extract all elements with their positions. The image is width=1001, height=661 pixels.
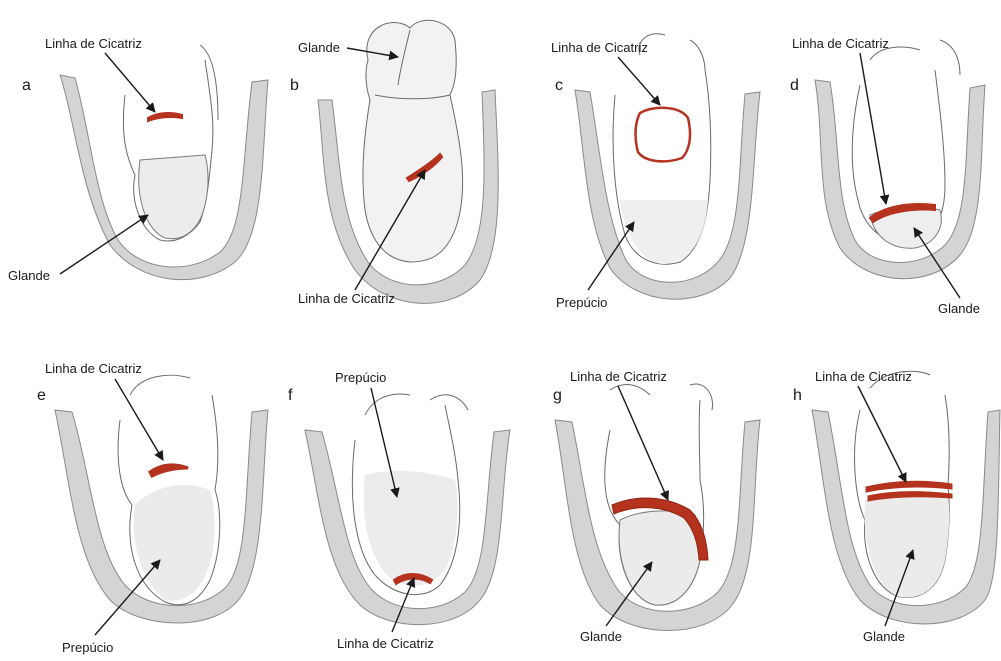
scar-label: Linha de Cicatriz — [792, 36, 889, 51]
prepuce-label: Prepúcio — [556, 295, 607, 310]
panel-letter: b — [290, 77, 299, 94]
panel-e: e Linha de Cicatriz Prepúcio — [37, 361, 268, 655]
scar-label: Linha de Cicatriz — [45, 361, 142, 376]
panel-letter: g — [553, 387, 562, 404]
glans-label: Glande — [580, 629, 622, 644]
prepuce-label: Prepúcio — [335, 370, 386, 385]
arrow-scar — [860, 53, 886, 204]
panel-letter: c — [555, 77, 563, 94]
scar-label: Linha de Cicatriz — [551, 40, 648, 55]
scar-label: Linha de Cicatriz — [815, 369, 912, 384]
arrow-scar — [618, 57, 660, 105]
scar-label: Linha de Cicatriz — [570, 369, 667, 384]
panel-f: f Prepúcio Linha de Cicatriz — [288, 370, 510, 651]
panel-letter: a — [22, 77, 31, 94]
scar-line — [636, 108, 690, 162]
scar-line — [148, 113, 182, 121]
panel-g: g Linha de Cicatriz Glande — [553, 369, 760, 644]
glans-fill — [139, 155, 208, 239]
arrow-scar — [105, 53, 155, 112]
arrow-scar — [618, 386, 668, 500]
scar-label: Linha de Cicatriz — [298, 291, 395, 306]
panel-d: d Linha de Cicatriz Glande — [790, 36, 985, 316]
glans-label: Glande — [863, 629, 905, 644]
panel-letter: f — [288, 387, 293, 404]
panel-a: a Linha de Cicatriz Glande — [8, 36, 268, 283]
panel-h: h Linha de Cicatriz Glande — [793, 369, 1000, 644]
scar-line — [150, 465, 188, 476]
panel-letter: d — [790, 77, 799, 94]
glans-fill — [134, 485, 215, 601]
tissue-outer — [815, 80, 985, 279]
panel-letter: h — [793, 387, 802, 404]
scar-label: Linha de Cicatriz — [45, 36, 142, 51]
glans-label: Glande — [8, 268, 50, 283]
scar-label: Linha de Cicatriz — [337, 636, 434, 651]
panel-c: c Linha de Cicatriz Prepúcio — [551, 34, 760, 310]
glans-label: Glande — [298, 40, 340, 55]
panel-b: b Glande Linha de Cicatriz — [290, 20, 498, 306]
panel-letter: e — [37, 387, 46, 404]
arrow-scar — [115, 379, 163, 460]
prepuce-label: Prepúcio — [62, 640, 113, 655]
prepuce-fill — [364, 471, 458, 586]
shaft-outline — [363, 20, 463, 262]
glans-label: Glande — [938, 301, 980, 316]
arrow-scar — [858, 386, 906, 482]
glans-fill — [620, 200, 708, 264]
